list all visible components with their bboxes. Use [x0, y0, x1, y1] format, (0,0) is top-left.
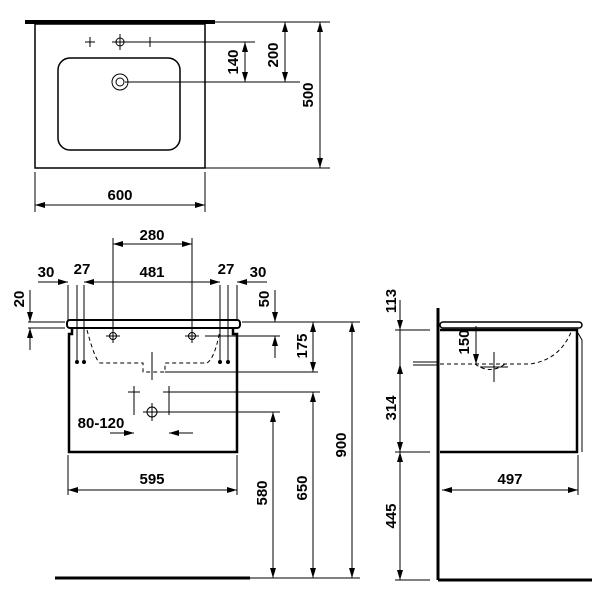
dim-20: 20	[11, 291, 28, 308]
dim-595: 595	[139, 471, 164, 488]
side-countertop	[439, 321, 583, 329]
dim-900: 900	[333, 432, 350, 457]
basin-outline	[34, 23, 206, 169]
side-hidden-bowl	[440, 329, 573, 370]
dim-150: 150	[456, 329, 473, 354]
dim-481: 481	[139, 264, 164, 281]
dim-445: 445	[383, 503, 400, 528]
side-view: 113 150 314 445 497	[383, 289, 592, 582]
front-view: 280 481 30 27 27 30 20 50 175 80-120 595…	[11, 227, 401, 580]
dim-580: 580	[254, 480, 271, 505]
hidden-bowl	[86, 329, 221, 373]
drain-pipe	[395, 329, 579, 581]
dim-500: 500	[300, 82, 317, 107]
cabinet	[67, 328, 239, 454]
dim-30-left: 30	[38, 264, 55, 281]
dim-113: 113	[383, 289, 400, 313]
dim-497: 497	[497, 471, 522, 488]
dim-30-right: 30	[250, 264, 267, 281]
countertop	[66, 319, 241, 329]
dim-50: 50	[256, 291, 273, 308]
side-cabinet	[440, 328, 579, 454]
dim-27-left: 27	[74, 261, 91, 278]
hole-markers	[75, 329, 230, 421]
basin-bowl	[57, 57, 181, 151]
dim-140: 140	[225, 49, 242, 74]
dim-314: 314	[383, 395, 400, 421]
dim-280: 280	[139, 227, 164, 244]
dim-80-120: 80-120	[78, 415, 125, 432]
top-view: 140 200 500 600	[25, 20, 330, 212]
dim-27-right: 27	[218, 261, 235, 278]
dim-175: 175	[294, 333, 311, 358]
dim-200: 200	[265, 42, 282, 67]
dim-600: 600	[107, 187, 132, 204]
dim-650: 650	[294, 475, 311, 500]
